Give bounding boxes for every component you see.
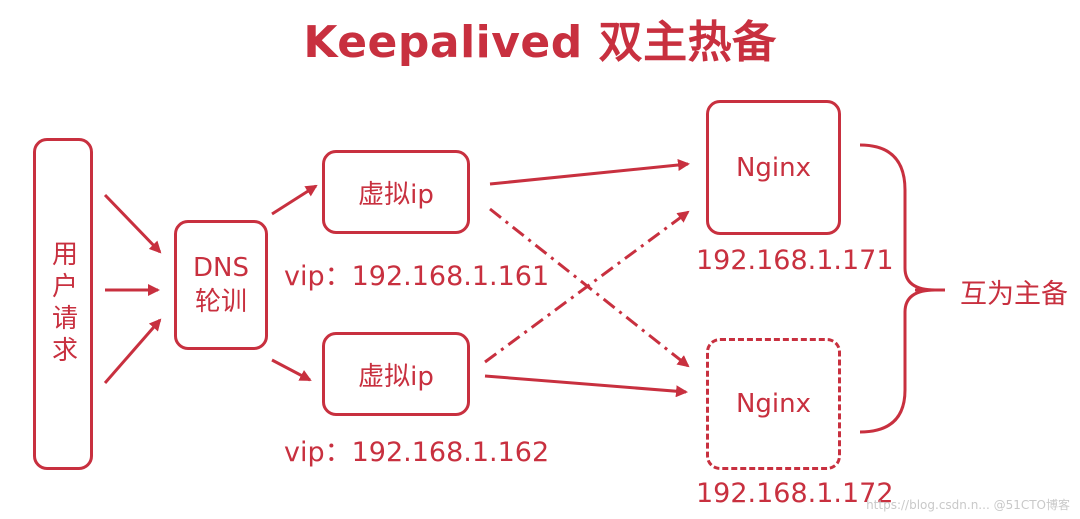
vip-box-2-label: 虚拟ip xyxy=(358,361,434,392)
arrow-vip2-nginx1-backup xyxy=(484,210,690,364)
nginx-1-ip: 192.168.1.171 xyxy=(696,245,894,276)
arrow-dns-vip2 xyxy=(271,358,312,382)
vip-box-1: 虚拟ip xyxy=(322,150,470,234)
dns-round-robin-label: 轮训 xyxy=(194,287,247,317)
arrow-user-dns-top xyxy=(103,193,162,254)
nginx-2-ip: 192.168.1.172 xyxy=(696,478,894,509)
vip-box-1-label: 虚拟ip xyxy=(358,179,434,210)
arrow-dns-vip1 xyxy=(271,184,318,216)
vip-1-address: vip：192.168.1.161 xyxy=(284,261,550,292)
dns-box: DNS 轮训 xyxy=(174,220,268,350)
arrow-vip1-nginx1 xyxy=(489,159,690,186)
vip-box-2: 虚拟ip xyxy=(322,332,470,416)
mutual-backup-label: 互为主备 xyxy=(960,279,1068,310)
user-request-box: 用户请求 xyxy=(33,138,93,470)
arrow-user-dns-bottom xyxy=(103,318,162,384)
nginx-box-1: Nginx xyxy=(706,100,841,235)
arrow-vip2-nginx2 xyxy=(484,374,688,398)
arrow-vip1-nginx2-backup xyxy=(489,207,690,368)
diagram-title: Keepalived 双主热备 xyxy=(303,17,777,68)
nginx-box-2: Nginx xyxy=(706,338,841,470)
nginx-2-label: Nginx xyxy=(735,389,812,419)
nginx-1-label: Nginx xyxy=(735,152,812,183)
user-request-label: 用户请求 xyxy=(47,240,78,368)
watermark: https://blog.csdn.n... @51CTO博客 xyxy=(866,498,1070,512)
vip-2-address: vip：192.168.1.162 xyxy=(284,437,550,468)
dns-label: DNS xyxy=(193,253,249,283)
